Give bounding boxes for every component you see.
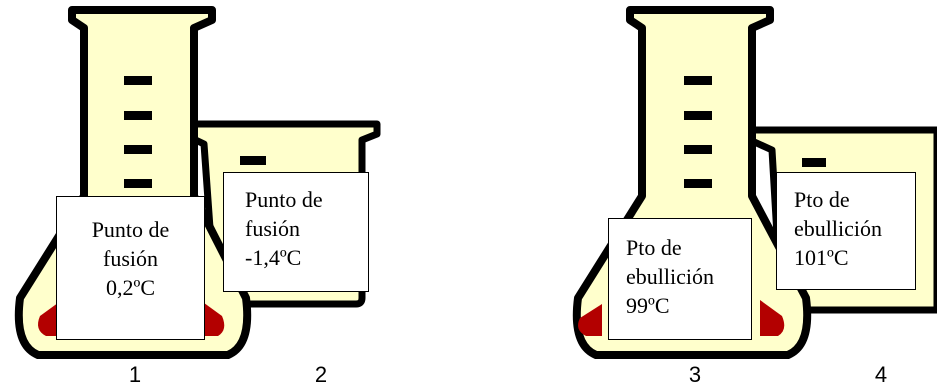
flask-1-tick: [124, 145, 152, 154]
container-number-1: 1: [128, 362, 142, 387]
label-4-line-3: 101ºC: [794, 245, 849, 270]
flask-3-tick: [684, 179, 712, 188]
flask-1-tick: [124, 111, 152, 120]
label-3-line-3: 99ºC: [626, 293, 670, 318]
label-4-line-1: Pto de: [794, 187, 850, 212]
flask-1-liquid: [200, 300, 225, 336]
label-box-4: Pto de ebullición 101ºC: [776, 172, 916, 290]
container-number-4: 4: [874, 362, 888, 387]
label-3-line-1: Pto de: [626, 235, 682, 260]
label-1-line-3: 0,2ºC: [106, 275, 155, 300]
label-2-line-3: -1,4ºC: [245, 245, 302, 270]
label-2-line-2: fusión: [245, 216, 300, 241]
flask-3-tick: [684, 145, 712, 154]
label-1-line-1: Punto de: [91, 217, 170, 242]
label-box-1: Punto de fusión 0,2ºC: [56, 196, 205, 340]
flask-3-tick: [684, 111, 712, 120]
label-3-line-2: ebullición: [626, 264, 714, 289]
container-number-2: 2: [314, 362, 328, 387]
label-4-line-2: ebullición: [794, 216, 882, 241]
flask-3-liquid: [760, 300, 785, 336]
container-number-3: 3: [688, 362, 702, 387]
flask-1-tick: [124, 179, 152, 188]
label-box-3: Pto de ebullición 99ºC: [608, 218, 752, 340]
label-2-line-1: Punto de: [245, 187, 323, 212]
flask-3-liquid: [578, 304, 602, 336]
beaker-2-tick: [240, 156, 266, 165]
label-1-line-2: fusión: [103, 246, 158, 271]
label-box-2: Punto de fusión -1,4ºC: [223, 172, 369, 292]
flask-3-tick: [684, 76, 712, 85]
beaker-4-tick: [802, 158, 826, 167]
flask-1-tick: [124, 76, 152, 85]
